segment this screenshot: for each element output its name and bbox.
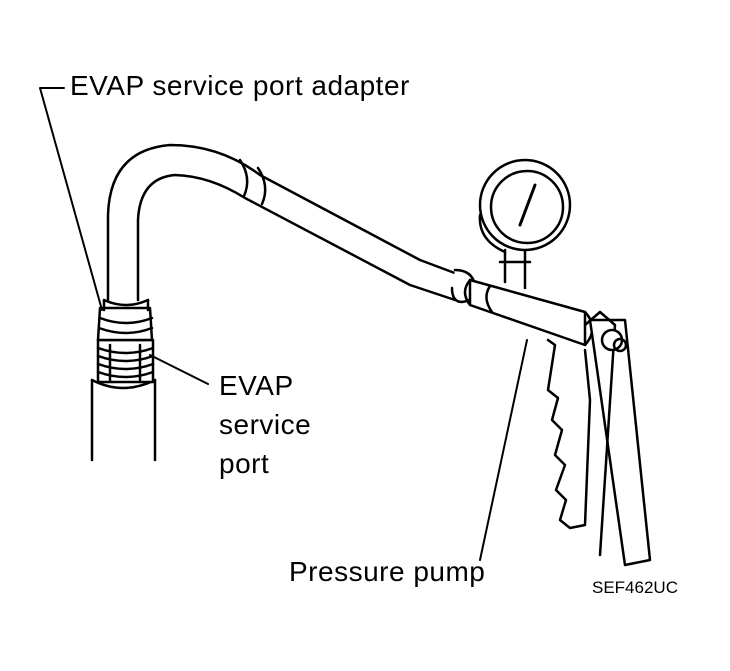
pump-lever — [583, 310, 652, 567]
adapter-fitting — [96, 298, 154, 342]
gauge-stem — [498, 248, 532, 290]
adapter-label: EVAP service port adapter — [70, 70, 410, 101]
service-port-body — [90, 378, 157, 462]
pump-body — [463, 278, 594, 347]
leader-lines — [39, 87, 528, 561]
hose — [106, 143, 462, 302]
figure-code: SEF462UC — [592, 578, 678, 597]
service-port-label-line3: port — [219, 448, 270, 479]
pressure-pump-label: Pressure pump — [289, 556, 486, 587]
service-port-threads — [96, 338, 155, 384]
pressure-gauge — [478, 158, 572, 254]
pump-grip — [546, 338, 592, 530]
service-port-label: EVAP service port — [219, 366, 311, 483]
service-port-label-line2: service — [219, 409, 312, 440]
service-port-label-line1: EVAP — [219, 370, 294, 401]
